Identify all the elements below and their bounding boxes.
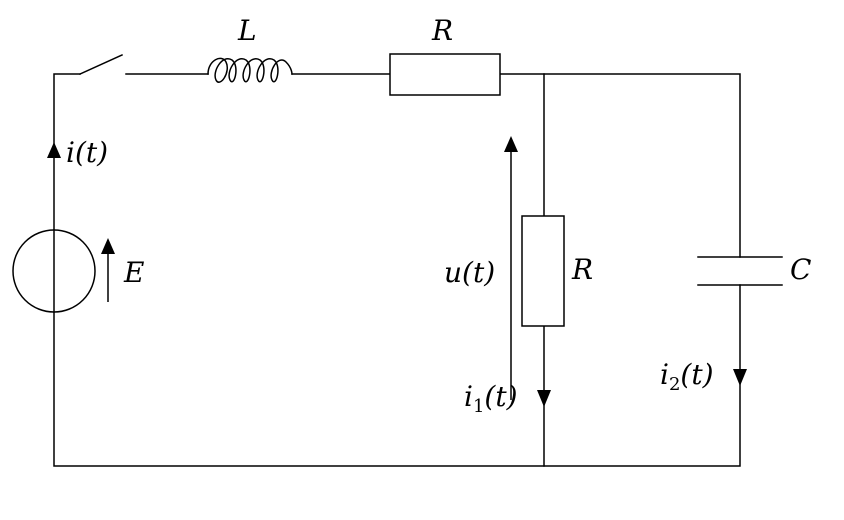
resistor-shunt (521, 215, 565, 327)
voltage-source (12, 229, 96, 313)
source-label: E (123, 256, 144, 289)
switch (79, 54, 123, 75)
resistor-shunt-label: R (571, 253, 593, 286)
current-branch2-base: i (660, 358, 669, 391)
inductor-label: L (237, 14, 257, 47)
current-branch1-base: i (464, 380, 473, 413)
wire-top-right (499, 73, 741, 258)
current-branch2-arrow (733, 369, 747, 386)
voltage-arrow (504, 136, 518, 400)
voltage-label: u(t) (444, 256, 495, 289)
resistor-series-label: R (431, 14, 453, 47)
capacitor (697, 256, 783, 286)
left-wire-top (53, 73, 81, 231)
source-arrow (101, 238, 115, 302)
resistor-series (389, 53, 501, 96)
current-branch2-label: i2(t) (660, 358, 714, 395)
current-total-label: i(t) (66, 136, 108, 169)
current-branch2-sub: 2 (669, 374, 680, 395)
current-branch1-arg: (t) (484, 380, 517, 413)
inductor-coil (207, 57, 293, 83)
current-branch1-label: i1(t) (464, 380, 518, 417)
capacitor-label: C (790, 253, 811, 286)
current-total-arrow (47, 142, 61, 158)
wires (53, 73, 741, 467)
current-branch1-arrow (537, 390, 551, 407)
left-wire-bottom (53, 311, 741, 467)
current-branch1-sub: 1 (473, 396, 484, 417)
current-branch2-arg: (t) (680, 358, 713, 391)
